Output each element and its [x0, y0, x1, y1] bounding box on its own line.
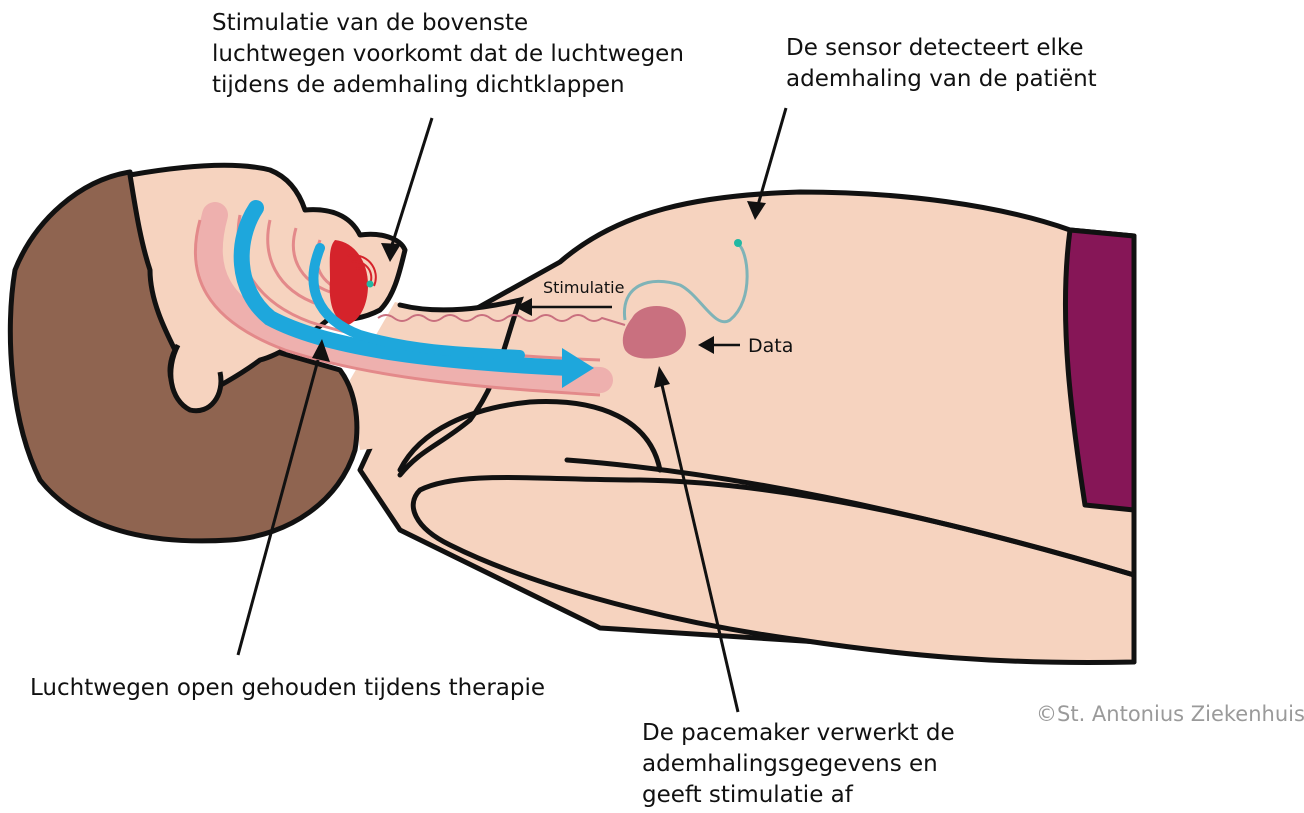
label-sensor: De sensor detecteert elke ademhaling van… [786, 33, 1097, 95]
label-stimulatie: Stimulatie [543, 278, 624, 297]
label-line: tijdens de ademhaling dichtklappen [212, 70, 684, 101]
label-line: De sensor detecteert elke [786, 33, 1097, 64]
nerve-electrode [367, 281, 374, 288]
label-line: ademhaling van de patiënt [786, 64, 1097, 95]
label-data: Data [748, 331, 793, 362]
copyright-notice: ©St. Antonius Ziekenhuis [1036, 702, 1304, 726]
label-airway-open: Luchtwegen open gehouden tijdens therapi… [30, 673, 545, 704]
sensor-tip [734, 239, 742, 247]
label-line: luchtwegen voorkomt dat de luchtwegen [212, 39, 684, 70]
label-pacemaker: De pacemaker verwerkt de ademhalingsgege… [642, 718, 955, 811]
callout-line-upper-airway [392, 118, 432, 245]
label-line: geeft stimulatie af [642, 780, 955, 811]
label-upper-airway-stimulation: Stimulatie van de bovenste luchtwegen vo… [212, 8, 684, 101]
label-line: De pacemaker verwerkt de [642, 718, 955, 749]
label-line: ademhalingsgegevens en [642, 749, 955, 780]
label-line: Stimulatie van de bovenste [212, 8, 684, 39]
